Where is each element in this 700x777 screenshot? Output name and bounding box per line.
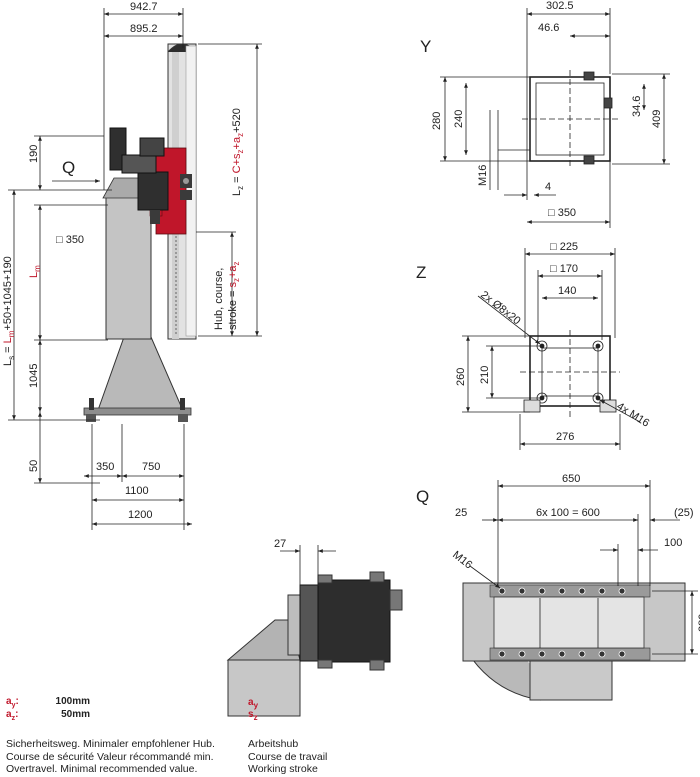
- note-safety-en: Overtravel. Minimal recommended value.: [6, 763, 198, 775]
- legend-ay-key: ay:: [6, 696, 19, 709]
- stroke-notes: Arbeitshub Course de travail Working str…: [248, 738, 327, 776]
- view-q: Q 650: [416, 473, 700, 701]
- view-q-rail-top: [489, 584, 651, 598]
- view-z-170: □ 170: [550, 263, 578, 275]
- side-view-dimensions: [8, 8, 262, 530]
- dim-350: 350: [96, 461, 114, 473]
- view-q-25b: (25): [674, 507, 694, 519]
- dim-1200: 1200: [128, 509, 152, 521]
- legend-ay-value: 100mm: [55, 696, 90, 707]
- view-y-350: □ 350: [548, 207, 576, 219]
- foot-right: [178, 414, 188, 422]
- dim-1100: 1100: [125, 485, 149, 497]
- view-y-240: 240: [453, 110, 465, 128]
- column-base: [96, 336, 185, 414]
- dim-1045: 1045: [28, 364, 40, 388]
- view-z-276: 276: [556, 431, 574, 443]
- dim-895-2: 895.2: [130, 23, 158, 35]
- view-q-25: 25: [455, 507, 467, 519]
- view-z-210: 210: [479, 366, 491, 384]
- lm-label: Lm: [28, 265, 42, 278]
- stroke-formula-line1: Hub, course,: [213, 268, 225, 330]
- foot-left: [86, 414, 96, 422]
- view-z-225: □ 225: [550, 241, 578, 253]
- view-y-m16: M16: [477, 165, 489, 186]
- dim-750: 750: [142, 461, 160, 473]
- detail-ay: ay: [248, 697, 259, 710]
- view-z-holes: 2x Ø8x20: [478, 289, 522, 327]
- detail-27: 27: [274, 538, 286, 550]
- detail-view: 27 ay sz: [226, 538, 403, 722]
- anchor-left: [89, 398, 94, 410]
- view-q-title: Q: [416, 487, 429, 506]
- view-q-m16: M16: [450, 549, 474, 572]
- axis-legend: ay: 100mm az: 50mm: [6, 696, 90, 722]
- dim-190: 190: [28, 145, 40, 163]
- view-y-34-6: 34.6: [631, 96, 643, 117]
- view-q-rail-bottom: [489, 647, 651, 661]
- note-stroke-fr: Course de travail: [248, 750, 328, 763]
- view-q-280: 280: [697, 614, 700, 632]
- legend-az-value: 50mm: [61, 709, 90, 720]
- view-y-409: 409: [651, 110, 663, 128]
- column-square-dim: □ 350: [56, 234, 84, 246]
- note-stroke-en: Working stroke: [248, 763, 318, 775]
- dim-942-7: 942.7: [130, 1, 158, 13]
- legend-az-row: az: 50mm: [6, 709, 90, 722]
- note-safety-de: Sicherheitsweg. Minimaler empfohlener Hu…: [6, 738, 215, 750]
- view-q-650: 650: [562, 473, 580, 485]
- safety-notes: Sicherheitsweg. Minimaler empfohlener Hu…: [6, 738, 215, 776]
- view-y-302-5: 302.5: [546, 0, 574, 12]
- view-z-title: Z: [416, 263, 426, 282]
- column: [105, 195, 152, 340]
- detail-motor: [317, 579, 391, 663]
- legend-az-key: az:: [6, 709, 19, 722]
- view-z-260: 260: [455, 368, 467, 386]
- stroke-formula-line2: stroke = sz+az: [227, 261, 241, 330]
- view-z: Z: [416, 241, 651, 450]
- view-y: Y: [420, 0, 670, 228]
- lz-formula: Lz = C+sz+az+520: [231, 108, 245, 196]
- view-y-46-6: 46.6: [538, 22, 559, 34]
- ls-formula: Ls = Lm+50+1045+190: [2, 256, 16, 366]
- q-marker: Q: [62, 158, 75, 177]
- side-view: [83, 43, 197, 422]
- view-q-pattern: 6x 100 = 600: [536, 507, 600, 519]
- detail-gear: [299, 584, 319, 662]
- note-safety-fr: Course de sécurité Valeur récommandé min…: [6, 750, 214, 763]
- legend-ay-row: ay: 100mm: [6, 696, 90, 709]
- detail-sz: sz: [248, 709, 258, 722]
- dim-50: 50: [28, 460, 40, 472]
- view-z-140: 140: [558, 285, 576, 297]
- view-q-100: 100: [664, 537, 682, 549]
- view-y-280: 280: [431, 112, 443, 130]
- note-stroke-de: Arbeitshub: [248, 738, 299, 750]
- view-q-block: [529, 659, 613, 701]
- base-plate: [83, 407, 192, 416]
- anchor-right: [180, 398, 185, 410]
- view-y-title: Y: [420, 37, 431, 56]
- detail-base: [227, 659, 301, 717]
- view-y-4: 4: [545, 181, 551, 193]
- motor: [137, 171, 169, 211]
